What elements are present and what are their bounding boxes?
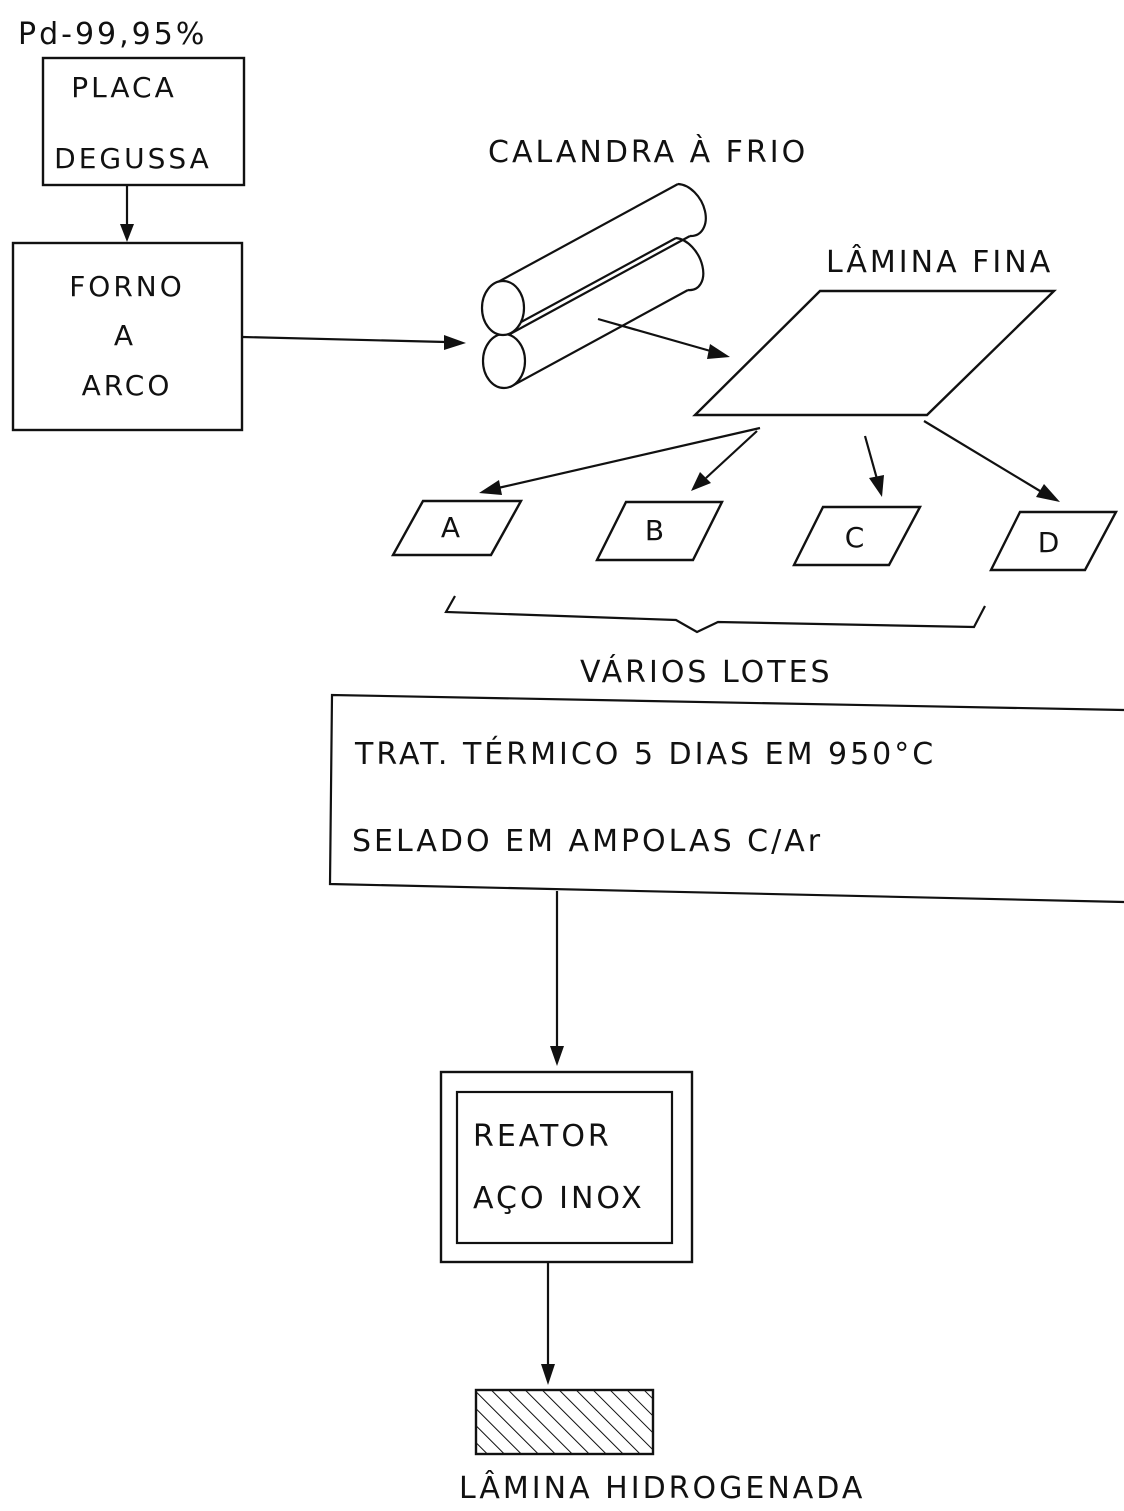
reator-line1: REATOR [473,1119,612,1154]
arrow-forno-to-calandra [243,335,466,350]
arrow-to-lot-d [924,421,1060,502]
calandra-label: CALANDRA À FRIO [488,134,808,170]
reator-box: REATOR AÇO INOX [441,1072,692,1262]
forno-arco-box: FORNO A ARCO [13,243,242,430]
lot-d: D [991,512,1116,570]
lot-c: C [794,507,920,565]
lamina-hidrogenada-label: LÂMINA HIDROGENADA [459,1470,865,1506]
arrow-to-lot-a [479,428,760,495]
tratamento-line1: TRAT. TÉRMICO 5 DIAS EM 950°C [354,736,936,772]
lamina-fina-label: LÂMINA FINA [826,244,1053,280]
placa-degussa-box: PLACA DEGUSSA [43,58,244,185]
lamina-hidrogenada-sample [476,1390,653,1454]
forno-line3: ARCO [82,369,173,402]
lot-a-label: A [441,511,463,544]
tratamento-line2: SELADO EM AMPOLAS C/Ar [352,824,823,859]
arrow-calandra-to-lamina [598,319,730,359]
forno-line1: FORNO [69,270,185,303]
varios-lotes-label: VÁRIOS LOTES [580,654,833,690]
lot-d-label: D [1038,526,1063,559]
arrow-placa-to-forno [120,186,134,242]
purity-label: Pd-99,95% [18,17,207,52]
arrow-reator-to-lamina-hidrogenada [541,1263,555,1385]
calandra-rollers-icon [482,184,706,388]
lot-b-label: B [645,514,667,547]
forno-line2: A [114,319,136,352]
arrow-tratamento-to-reator [550,891,564,1066]
arrow-to-lot-c [865,436,884,497]
placa-line2: DEGUSSA [54,142,212,175]
lot-a: A [393,501,521,555]
placa-line1: PLACA [71,71,177,104]
lamina-fina-sheet [695,291,1054,415]
tratamento-termico-box: TRAT. TÉRMICO 5 DIAS EM 950°C SELADO EM … [330,695,1124,902]
reator-line2: AÇO INOX [473,1181,645,1216]
lot-c-label: C [845,521,868,554]
lots-brace [446,596,985,632]
arrow-to-lot-b [691,431,757,491]
lot-b: B [597,502,722,560]
